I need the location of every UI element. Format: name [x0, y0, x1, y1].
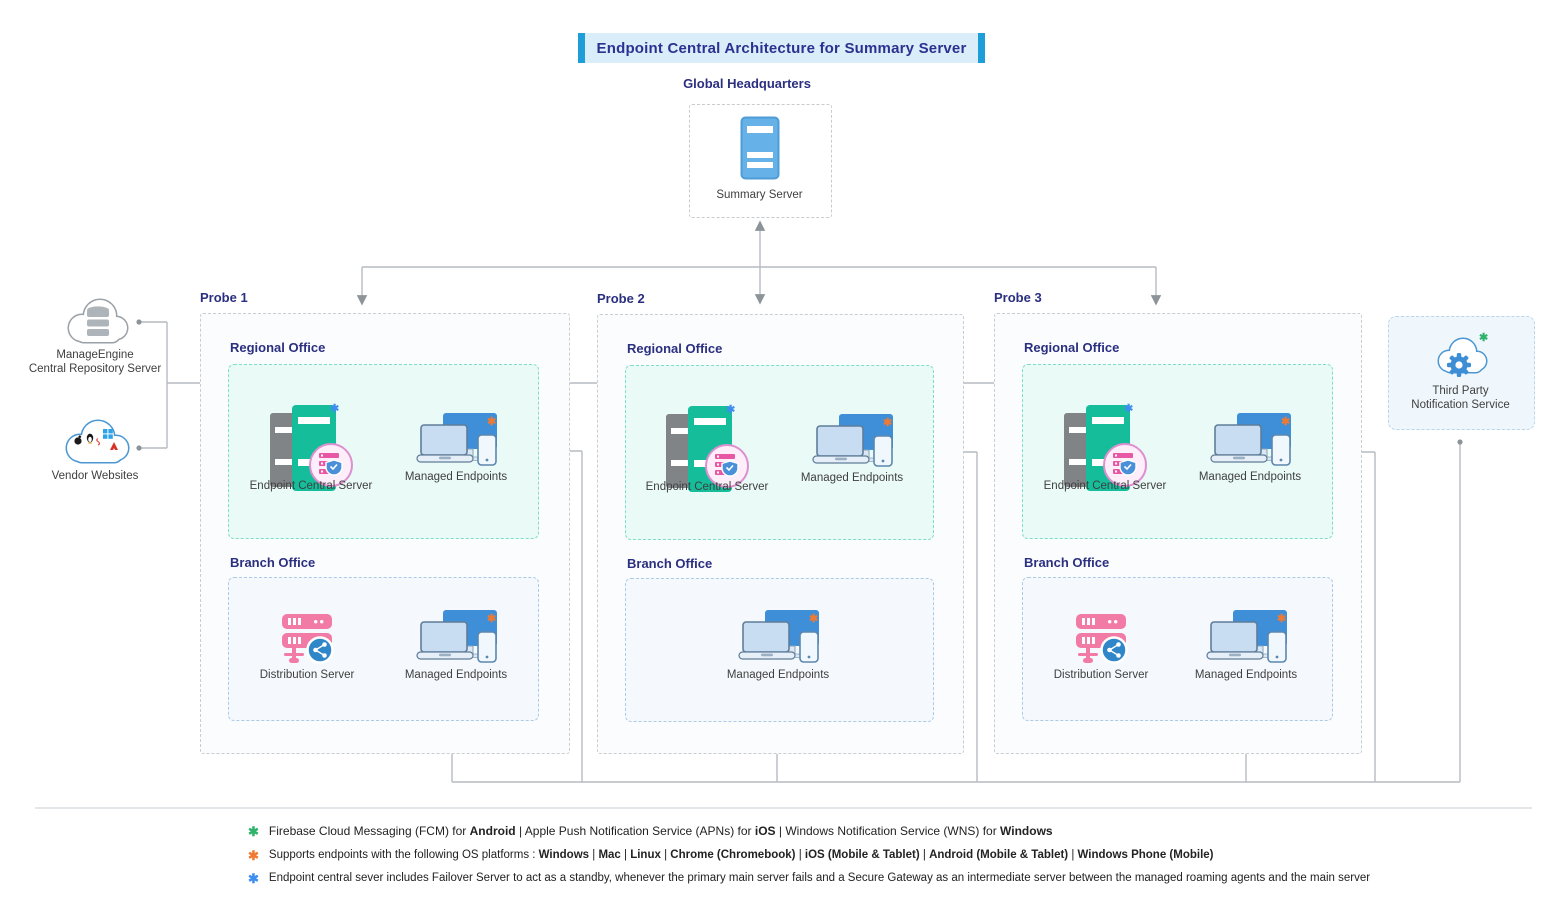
probe-3-branch-office-label: Branch Office [1024, 555, 1110, 570]
probe-1-distribution-server-icon [276, 612, 340, 668]
probe-2-ecs-asterisk-blue: ✱ [726, 404, 736, 416]
probe-1-ds-label: Distribution Server [259, 669, 355, 681]
probe-1-managed-endpoints-icon [415, 413, 499, 469]
footnote-asterisk-green: ✱ [248, 824, 259, 839]
probe-3-distribution-server-icon [1070, 612, 1134, 668]
probe-1-label: Probe 1 [200, 290, 248, 305]
third-party-asterisk-green: ✱ [1479, 332, 1489, 344]
probe-1-regional-office-label: Regional Office [230, 340, 326, 355]
probe-2-regional-office-label: Regional Office [627, 341, 723, 356]
footnote-failover-text: Endpoint central sever includes Failover… [268, 872, 1371, 884]
probe-3-ds-label: Distribution Server [1053, 669, 1149, 681]
probe-2-me-label: Managed Endpoints [800, 472, 904, 484]
footnote-fcm: ✱ Firebase Cloud Messaging (FCM) for And… [248, 824, 1053, 839]
probe-3-me-label: Managed Endpoints [1198, 471, 1302, 483]
probe-3-endpoint-central-server-icon [1062, 403, 1148, 495]
summary-server-icon [740, 116, 780, 180]
footnote-asterisk-blue: ✱ [248, 871, 259, 886]
title-accent-bar-right [978, 33, 985, 63]
probe-3-managed-endpoints-icon [1209, 413, 1293, 469]
probe-1-ecs-label: Endpoint Central Server [249, 480, 373, 492]
probe-1-me-asterisk-orange: ✱ [487, 416, 497, 428]
probe-3-branch-me-asterisk-orange: ✱ [1277, 613, 1287, 625]
third-party-cloud-gear-icon [1437, 337, 1488, 377]
probe-3-label: Probe 3 [994, 290, 1042, 305]
footnote-os-platforms: ✱ Supports endpoints with the following … [248, 848, 1214, 863]
probe-1-branch-office-label: Branch Office [230, 555, 316, 570]
footnote-os-platforms-text: Supports endpoints with the following OS… [268, 849, 1214, 861]
footnote-fcm-text: Firebase Cloud Messaging (FCM) for Andro… [268, 824, 1053, 838]
repository-label-line2: Central Repository Server [28, 363, 162, 375]
repository-label-line1: ManageEngine [56, 349, 134, 361]
footer-divider [35, 807, 1532, 809]
probe-3-ecs-asterisk-blue: ✱ [1124, 403, 1134, 415]
probe-1-ecs-asterisk-blue: ✱ [330, 403, 340, 415]
global-headquarters-label: Global Headquarters [683, 76, 811, 91]
page-title: Endpoint Central Architecture for Summar… [596, 39, 967, 57]
probe-3-branch-me-label: Managed Endpoints [1194, 669, 1298, 681]
footnote-asterisk-orange: ✱ [248, 848, 259, 863]
title-accent-bar-left [578, 33, 585, 63]
probe-2-managed-endpoints-icon [811, 414, 895, 470]
footnote-failover: ✱ Endpoint central sever includes Failov… [248, 871, 1370, 886]
probe-2-ecs-label: Endpoint Central Server [645, 481, 769, 493]
vendor-websites-cloud-icon [65, 419, 130, 464]
gear-icon [1447, 353, 1471, 377]
probe-1-endpoint-central-server-icon [268, 403, 354, 495]
probe-2-me-asterisk-orange: ✱ [883, 417, 893, 429]
third-party-label-line2: Notification Service [1411, 399, 1510, 411]
probe-1-me-label: Managed Endpoints [404, 471, 508, 483]
probe-2-branch-office-label: Branch Office [627, 556, 713, 571]
probe-1-branch-me-label: Managed Endpoints [404, 669, 508, 681]
summary-server-label: Summary Server [716, 189, 803, 201]
probe-3-branch-managed-endpoints-icon [1205, 610, 1289, 666]
third-party-label: Third Party Notification Service [1393, 384, 1528, 412]
os-logos [74, 429, 118, 450]
probe-2-endpoint-central-server-icon [664, 404, 750, 496]
probe-2-branch-me-label: Managed Endpoints [726, 669, 830, 681]
probe-3-regional-office-label: Regional Office [1024, 340, 1120, 355]
third-party-label-line1: Third Party [1432, 385, 1489, 397]
probe-1-branch-me-asterisk-orange: ✱ [487, 613, 497, 625]
vendor-websites-label: Vendor Websites [51, 470, 139, 482]
probe-2-branch-me-asterisk-orange: ✱ [809, 613, 819, 625]
probe-2-label: Probe 2 [597, 291, 645, 306]
repository-cloud-icon [67, 298, 129, 344]
probe-3-me-asterisk-orange: ✱ [1281, 416, 1291, 428]
repository-label: ManageEngine Central Repository Server [10, 348, 180, 376]
probe-3-ecs-label: Endpoint Central Server [1043, 480, 1167, 492]
probe-2-branch-managed-endpoints-icon [737, 610, 821, 666]
probe-1-branch-managed-endpoints-icon [415, 610, 499, 666]
page-title-band: Endpoint Central Architecture for Summar… [578, 33, 985, 63]
